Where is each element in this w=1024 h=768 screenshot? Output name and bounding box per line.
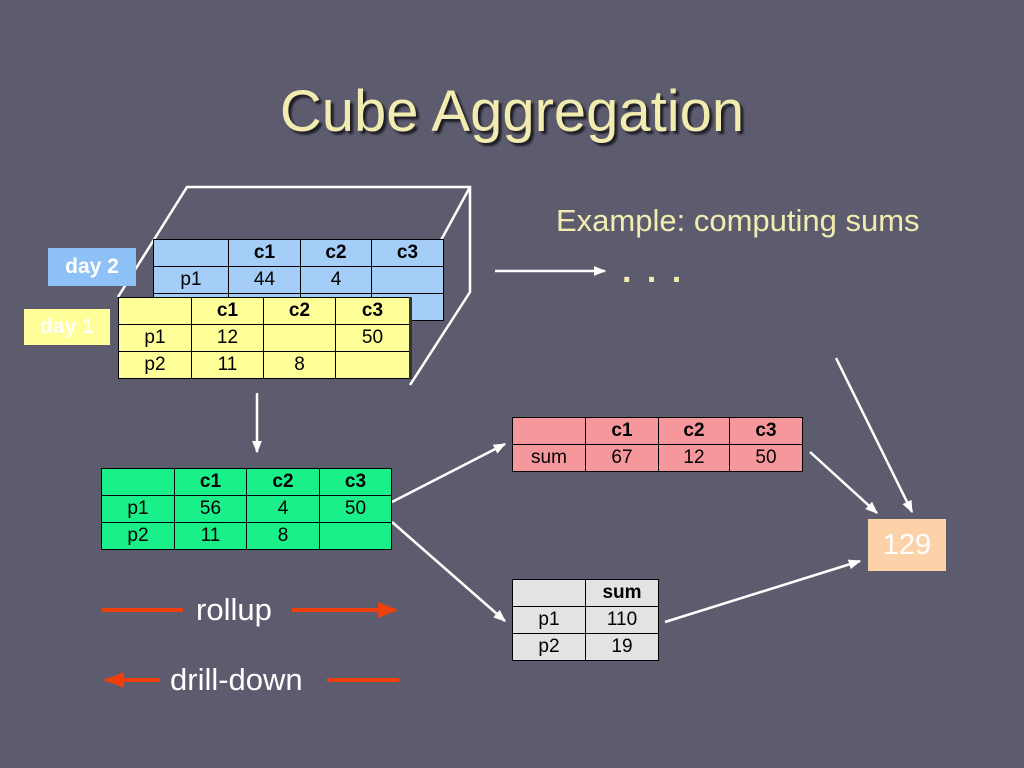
header-cell: c2	[300, 239, 372, 267]
row-label-cell: p1	[118, 324, 192, 352]
table-row: p1 110	[512, 606, 659, 634]
rollup-label: rollup	[196, 592, 272, 627]
header-cell: c3	[319, 468, 392, 496]
value-cell: 50	[335, 324, 412, 352]
row-label-cell: sum	[512, 444, 586, 472]
day1-label: day 1	[24, 309, 110, 345]
row-label-cell: p2	[512, 633, 586, 661]
value-cell: 67	[585, 444, 659, 472]
row-label-cell: p2	[101, 522, 175, 550]
table-header-row: c1 c2 c3	[101, 468, 392, 496]
row-label-cell: p1	[101, 495, 175, 523]
header-cell: c1	[174, 468, 247, 496]
header-cell: c1	[191, 297, 264, 325]
header-cell	[512, 579, 586, 607]
row-label-cell: p1	[512, 606, 586, 634]
combined-table: c1 c2 c3 p1 56 4 50 p2 11 8	[101, 468, 392, 550]
example-subtitle: Example: computing sums	[556, 203, 920, 238]
row-label-cell: p2	[118, 351, 192, 379]
header-cell: c1	[228, 239, 301, 267]
value-cell: 50	[319, 495, 392, 523]
value-cell: 12	[658, 444, 730, 472]
slide-title: Cube Aggregation	[279, 79, 745, 144]
row-label-cell: p1	[153, 266, 229, 294]
header-cell: c3	[335, 297, 412, 325]
arrow-row-sums-to-total	[664, 559, 862, 624]
header-cell: sum	[585, 579, 659, 607]
value-cell: 56	[174, 495, 247, 523]
header-cell: c2	[263, 297, 336, 325]
drilldown-label: drill-down	[170, 662, 303, 697]
header-cell	[118, 297, 192, 325]
header-cell: c3	[729, 417, 803, 445]
header-cell	[153, 239, 229, 267]
value-cell: 4	[246, 495, 320, 523]
header-cell: c1	[585, 417, 659, 445]
table-row: p1 12 50	[118, 324, 412, 352]
table-header-row: c1 c2 c3	[512, 417, 803, 445]
value-cell: 19	[585, 633, 659, 661]
value-cell: 4	[300, 266, 372, 294]
arrow-combined-to-column-sums	[391, 442, 507, 504]
table-row: p2 11 8	[101, 522, 392, 550]
day1-table: c1 c2 c3 p1 12 50 p2 11 8	[118, 297, 412, 379]
value-cell: 12	[191, 324, 264, 352]
value-cell: 50	[729, 444, 803, 472]
table-header-row: c1 c2 c3	[118, 297, 412, 325]
value-cell: 11	[191, 351, 264, 379]
value-cell: 110	[585, 606, 659, 634]
header-cell	[101, 468, 175, 496]
table-row: p1 56 4 50	[101, 495, 392, 523]
arrow-dots-to-total	[834, 357, 914, 514]
value-cell	[319, 522, 392, 550]
table-row: p1 44 4	[153, 266, 444, 294]
arrow-column-sums-to-total	[809, 451, 878, 514]
value-cell: 44	[228, 266, 301, 294]
column-sums-table: c1 c2 c3 sum 67 12 50	[512, 417, 803, 472]
table-row: p2 19	[512, 633, 659, 661]
value-cell	[263, 324, 336, 352]
arrow-combined-to-row-sums	[391, 521, 506, 622]
value-cell: 8	[263, 351, 336, 379]
ellipsis-text: . . .	[622, 252, 685, 290]
header-cell: c2	[658, 417, 730, 445]
header-cell	[512, 417, 586, 445]
table-row: sum 67 12 50	[512, 444, 803, 472]
grand-total-box: 129	[868, 519, 946, 571]
table-row: p2 11 8	[118, 351, 412, 379]
value-cell	[335, 351, 412, 379]
table-header-row: c1 c2 c3	[153, 239, 444, 267]
row-sums-table: sum p1 110 p2 19	[512, 579, 659, 661]
header-cell: c2	[246, 468, 320, 496]
table-header-row: sum	[512, 579, 659, 607]
value-cell: 11	[174, 522, 247, 550]
value-cell: 8	[246, 522, 320, 550]
day2-label: day 2	[48, 248, 136, 286]
header-cell: c3	[371, 239, 444, 267]
value-cell	[371, 266, 444, 294]
